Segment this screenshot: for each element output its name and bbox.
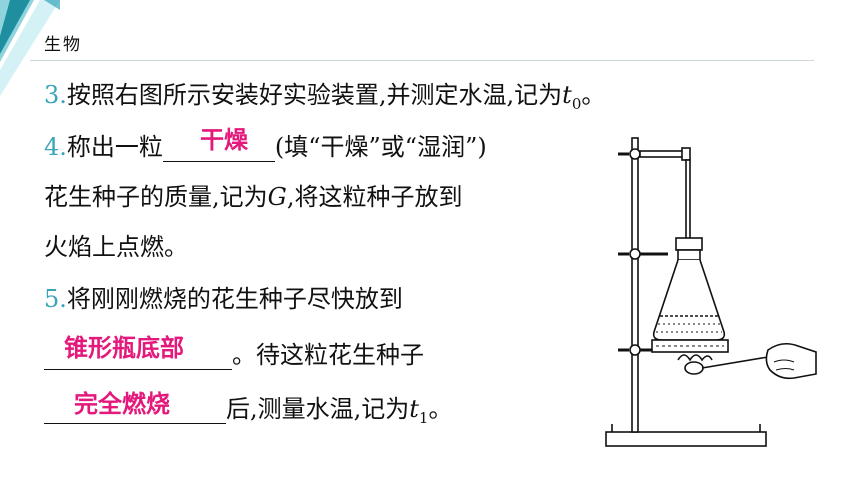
step-5-line-3-text: 后,测量水温,记为 — [226, 395, 410, 423]
clamp-bottom — [629, 344, 641, 356]
step-5-end: 。 — [428, 395, 453, 423]
experiment-apparatus — [605, 137, 817, 447]
stopper — [675, 237, 703, 251]
step-5-line-1: 5.将刚刚燃烧的花生种子尽快放到 — [44, 284, 403, 314]
step-4-answer: 干燥 — [200, 126, 248, 154]
step-5-line-2: 。待这粒花生种子 — [44, 340, 424, 370]
step-5-answer-2: 完全燃烧 — [74, 390, 170, 418]
step-3-end: 。 — [581, 81, 606, 109]
step-5-blank-1[interactable] — [44, 343, 232, 370]
stand-rod — [631, 137, 639, 433]
step-4-line-1: 4.称出一粒 (填“干燥”或“湿润”) — [44, 132, 487, 162]
step-3-var: t — [562, 81, 572, 109]
corner-decoration — [0, 0, 60, 96]
clamp-top — [629, 148, 641, 160]
step-4-var: G — [267, 183, 287, 211]
stand-base — [605, 431, 767, 447]
step-5-number: 5. — [44, 285, 67, 313]
step-4-blank[interactable] — [162, 135, 275, 162]
step-4-line-2a: 花生种子的质量,记为 — [44, 183, 268, 211]
step-4-line-3: 火焰上点燃。 — [44, 233, 188, 261]
step-3-number: 3. — [44, 81, 67, 109]
step-4-post: (填“干燥”或“湿润”) — [274, 133, 487, 161]
step-4-line-2: 花生种子的质量,记为G,将这粒种子放到 — [44, 182, 462, 212]
step-4-pre: 称出一粒 — [66, 133, 163, 161]
gauze-platform — [651, 339, 729, 353]
step-3-subscript: 0 — [571, 94, 582, 113]
step-5-line-3: 后,测量水温,记为t1。 — [44, 394, 453, 427]
step-4-line-2b: ,将这粒种子放到 — [286, 183, 463, 211]
step-5-subscript: 1 — [418, 408, 429, 427]
step-4-number: 4. — [44, 133, 67, 161]
step-5-text: 将刚刚燃烧的花生种子尽快放到 — [66, 285, 403, 313]
step-3-text: 按照右图所示安装好实验装置,并测定水温,记为 — [66, 81, 563, 109]
clamp-ring — [629, 248, 641, 260]
step-3: 3.按照右图所示安装好实验装置,并测定水温,记为t0。 — [44, 80, 606, 113]
step-5-line-2-text: 。待这粒花生种子 — [232, 341, 424, 369]
flame — [677, 354, 713, 362]
step-5-answer-1: 锥形瓶底部 — [64, 334, 184, 362]
conical-flask — [652, 259, 726, 341]
step-5-blank-2[interactable] — [44, 397, 226, 424]
subject-label: 生物 — [44, 35, 82, 55]
step-5-var: t — [409, 395, 419, 423]
peanut-seed — [684, 361, 704, 375]
header-divider — [30, 60, 814, 61]
